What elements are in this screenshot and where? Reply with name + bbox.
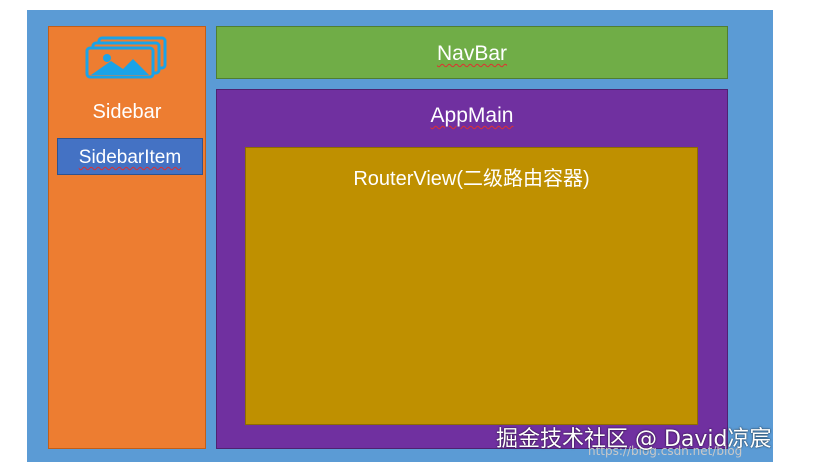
sidebar-item-label: SidebarItem	[78, 147, 182, 168]
routerview-block	[245, 147, 698, 425]
routerview-label: RouterView(二级路由容器)	[353, 168, 590, 190]
appmain-title: AppMain	[216, 104, 728, 128]
navbar-label: NavBar	[436, 42, 508, 65]
sidebar-item: SidebarItem	[57, 138, 203, 175]
juejin-watermark: 掘金技术社区 @ David凉宸	[496, 427, 772, 452]
routerview-title: RouterView(二级路由容器)	[245, 162, 698, 191]
navbar-block: NavBar	[216, 26, 728, 79]
sidebar-title: Sidebar	[92, 101, 162, 123]
sidebar-block	[48, 26, 206, 449]
image-gallery-icon	[85, 36, 167, 79]
appmain-label: AppMain	[430, 104, 514, 127]
url-watermark: https://blog.csdn.net/blog	[588, 444, 743, 458]
